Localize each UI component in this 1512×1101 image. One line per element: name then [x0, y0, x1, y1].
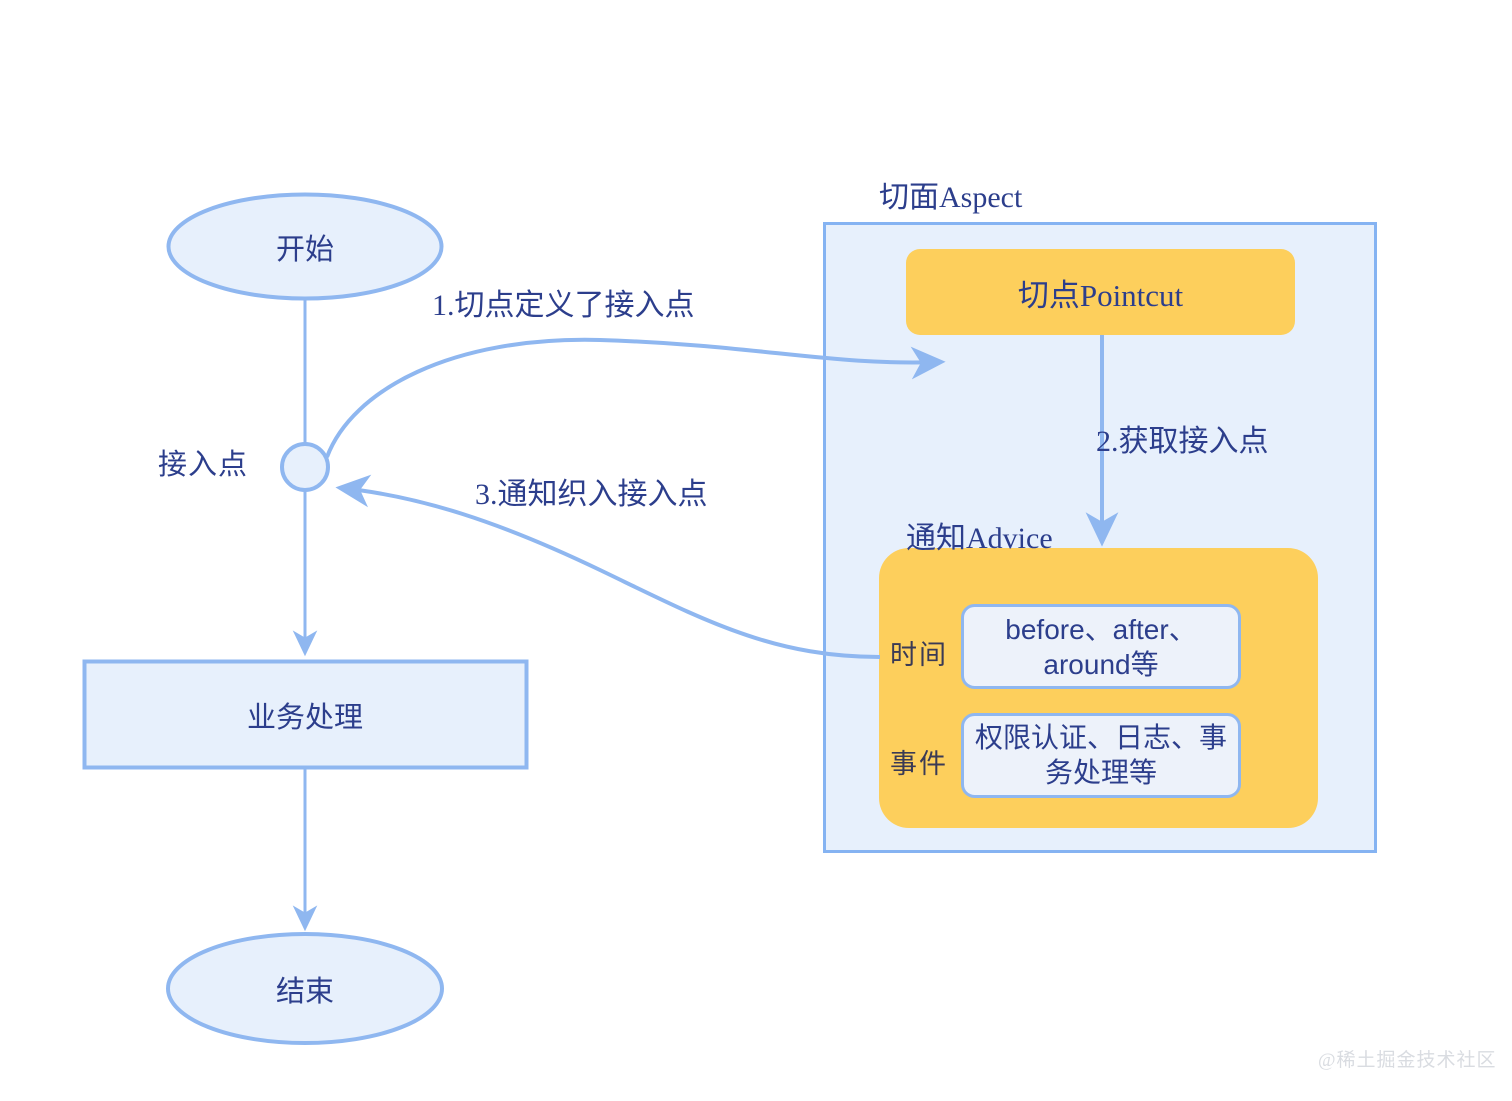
pointcut-box[interactable]	[906, 249, 1295, 335]
edge-step-2-label: 2.获取接入点	[1096, 425, 1269, 458]
edge-step-3	[335, 474, 881, 659]
joinpoint-node-label: 接入点	[158, 449, 249, 481]
advice-box-title: 通知Advice	[906, 522, 1053, 555]
process-node[interactable]	[82, 659, 529, 770]
watermark-label: @稀土掘金技术社区	[1318, 1050, 1497, 1071]
joinpoint-node[interactable]	[280, 442, 330, 492]
end-node[interactable]	[166, 932, 444, 1045]
advice-event-box	[961, 713, 1241, 798]
edge-step-1	[325, 337, 946, 458]
aspect-container-title: 切面Aspect	[879, 181, 1023, 214]
start-node[interactable]	[166, 192, 444, 301]
advice-time-box	[961, 604, 1241, 689]
edge-step-1-label: 1.切点定义了接入点	[432, 289, 695, 322]
advice-row-time-label: 时间	[890, 640, 948, 670]
advice-row-event-label: 事件	[890, 749, 948, 779]
edge-step-3-label: 3.通知织入接入点	[475, 478, 708, 511]
